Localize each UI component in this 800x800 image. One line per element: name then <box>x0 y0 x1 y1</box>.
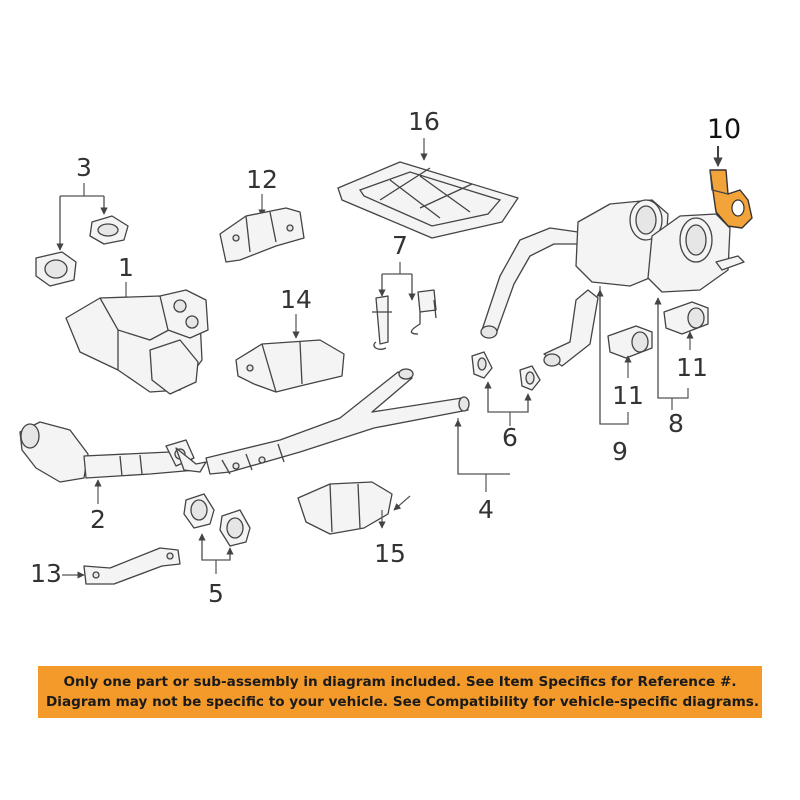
callout-8: 8 <box>668 409 684 438</box>
callout-6: 6 <box>502 423 518 452</box>
callout-3: 3 <box>76 153 92 182</box>
disclaimer-banner: Only one part or sub-assembly in diagram… <box>38 666 762 718</box>
part-4-intermediate-pipe[interactable]: 4 <box>205 368 510 524</box>
part-12-heat-shield[interactable]: 12 <box>219 165 305 263</box>
callout-1: 1 <box>118 253 134 282</box>
disclaimer-line-2: Diagram may not be specific to your vehi… <box>46 694 760 710</box>
callout-11-left: 11 <box>612 381 644 410</box>
part-15-heat-shield[interactable]: 15 <box>297 481 411 568</box>
part-3-gaskets[interactable]: 3 <box>35 153 129 287</box>
part-11-tips-right[interactable]: 11 <box>663 301 709 382</box>
callout-4: 4 <box>478 495 494 524</box>
part-5-bushings[interactable]: 5 <box>183 493 251 608</box>
disclaimer-line-1: Only one part or sub-assembly in diagram… <box>63 674 737 690</box>
part-6-insulators[interactable]: 6 <box>471 351 541 452</box>
callout-11-right: 11 <box>676 353 708 382</box>
callout-5: 5 <box>208 579 224 608</box>
part-13-bracket[interactable]: 13 <box>30 547 181 588</box>
part-11-tips-left[interactable]: 11 <box>607 325 653 410</box>
part-1-converter[interactable]: 1 <box>65 253 209 395</box>
callout-2: 2 <box>90 505 106 534</box>
callout-16: 16 <box>408 107 440 136</box>
part-14-heat-shield[interactable]: 14 <box>235 285 345 393</box>
callout-9: 9 <box>612 437 628 466</box>
callout-12: 12 <box>246 165 278 194</box>
part-16-shield-plate[interactable]: 16 <box>337 107 519 239</box>
callout-7: 7 <box>392 231 408 260</box>
callout-14: 14 <box>280 285 312 314</box>
callout-15: 15 <box>374 539 406 568</box>
part-7-hangers[interactable]: 7 <box>372 231 437 350</box>
callout-10: 10 <box>707 114 741 145</box>
part-2-front-pipe[interactable]: 2 <box>19 421 207 534</box>
part-10-hanger-bracket[interactable]: 10 <box>707 114 753 229</box>
part-9-muffler-assembly[interactable]: 9 <box>480 199 669 466</box>
callout-13: 13 <box>30 559 62 588</box>
part-8-muffler[interactable]: 8 <box>647 213 745 438</box>
